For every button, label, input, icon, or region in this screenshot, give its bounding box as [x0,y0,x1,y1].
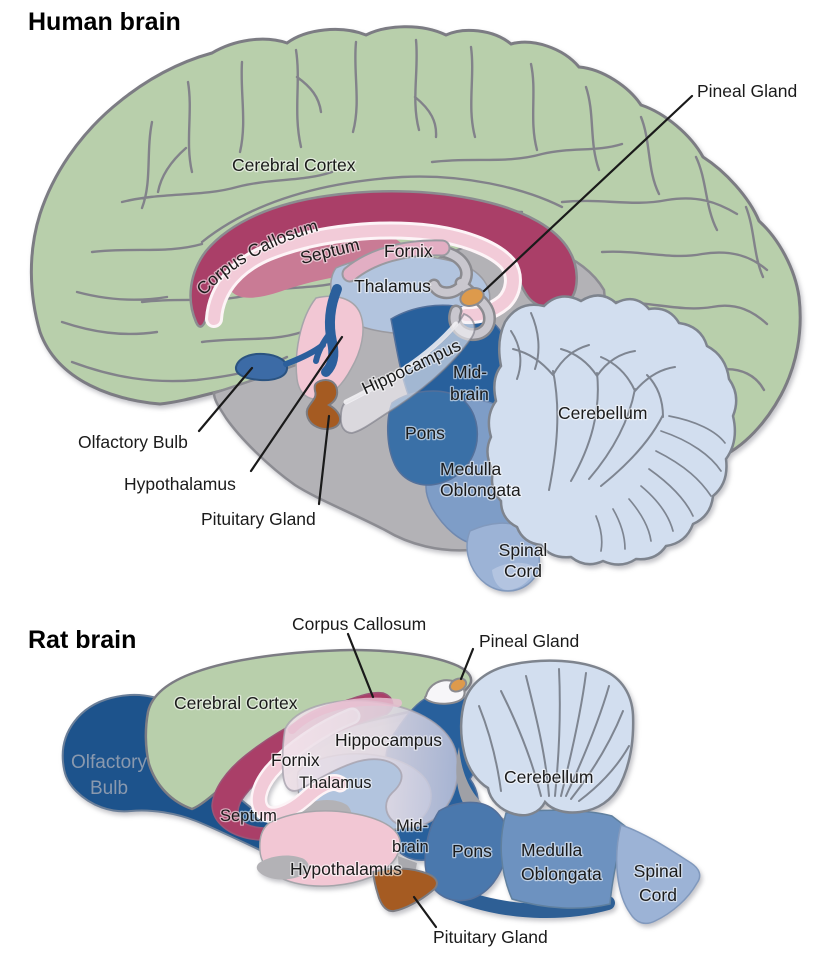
label-rat-midbrain-line2: brain [392,838,429,856]
rat-pituitary-region [371,867,438,913]
human-pituitary-region [305,379,342,430]
label-rat-medulla-line2: Oblongata [521,864,602,884]
label-rat-midbrain-line1: Mid- [396,817,428,835]
human-inner-band [208,224,519,325]
label-rat-septum: Septum [220,807,277,825]
label-rat-medulla-line1: Medulla [521,840,583,860]
rat-corpus-callosum-leader-line [346,632,375,699]
label-human-pineal-gland: Pineal Gland [697,81,797,101]
rat-gray-blob-hypothalamus [256,855,309,880]
label-human-thalamus: Thalamus [354,276,431,296]
label-human-pituitary-gland: Pituitary Gland [201,509,316,529]
rat-spinal-cord-region [615,824,701,925]
rat-brain-figure: Rat brain Corpus Callosum Pineal Gland C… [28,613,701,949]
label-rat-pineal-gland: Pineal Gland [479,631,579,651]
label-rat-pons: Pons [452,841,492,861]
human-brain-figure: Human brain Cerebral Cortex Pineal Gland… [28,8,802,592]
label-human-medulla-line1: Medulla [440,459,502,479]
rat-pons-region [424,801,509,902]
label-human-pons: Pons [405,423,445,443]
human-mammillary-branch [313,329,334,364]
label-rat-corpus-callosum: Corpus Callosum [292,614,426,634]
human-cerebellum-region [486,294,738,566]
rat-brain-shapes [61,648,701,925]
label-human-spinal-line1: Spinal [499,540,548,560]
rat-cerebellum-fold-lines [478,668,630,802]
rat-pineal-leader-line [459,647,475,681]
label-rat-cerebral-cortex: Cerebral Cortex [174,693,298,713]
label-rat-cerebellum: Cerebellum [504,767,593,787]
human-brain-shapes [29,25,802,592]
label-rat-olfactory-line2: Bulb [90,778,128,799]
label-human-cerebral-cortex: Cerebral Cortex [232,155,356,175]
human-pons-region [386,390,479,486]
label-rat-spinal-line2: Cord [639,885,677,905]
label-rat-thalamus: Thalamus [299,774,371,792]
label-human-olfactory-bulb: Olfactory Bulb [78,432,188,452]
human-fornix-column [321,284,342,377]
label-human-midbrain-line1: Mid- [453,362,487,382]
rat-pineal-region [448,677,468,693]
rat-hippocampus-pink-edge [288,697,402,734]
label-rat-hypothalamus: Hypothalamus [290,859,402,879]
human-pineal-region [459,287,485,307]
rat-cerebellum-region [459,659,635,817]
label-rat-pituitary-gland: Pituitary Gland [433,927,548,947]
human-olfactory-bulb-region [234,352,289,382]
human-hippocampus-highlight [343,321,459,405]
human-title: Human brain [28,8,181,36]
rat-hippocampus-region [281,699,459,828]
label-human-midbrain-line2: brain [450,384,489,404]
human-cerebellum-arbor-lines [510,312,676,491]
label-rat-spinal-line1: Spinal [634,861,683,881]
rat-title: Rat brain [28,626,136,654]
human-pituitary-leader-line [317,414,331,506]
rat-pituitary-leader-line [412,895,438,929]
human-cerebellum-fan-lines [595,415,726,552]
human-spinal-cord-tip [492,562,535,590]
label-rat-olfactory-line1: Olfactory [71,752,148,773]
human-fornix-band [343,241,449,281]
label-human-cerebellum: Cerebellum [558,403,647,423]
label-human-hypothalamus: Hypothalamus [124,474,236,494]
human-hypothalamus-leader-line [249,335,344,473]
human-pineal-leader-line [482,94,694,293]
label-human-spinal-line2: Cord [504,561,542,581]
label-rat-fornix: Fornix [271,750,320,770]
human-olfactory-leader-line [197,366,254,433]
label-human-fornix: Fornix [384,241,433,261]
rat-annotations: Rat brain Corpus Callosum Pineal Gland C… [28,613,684,949]
label-rat-hippocampus: Hippocampus [335,730,442,750]
label-human-medulla-line2: Oblongata [440,480,521,500]
